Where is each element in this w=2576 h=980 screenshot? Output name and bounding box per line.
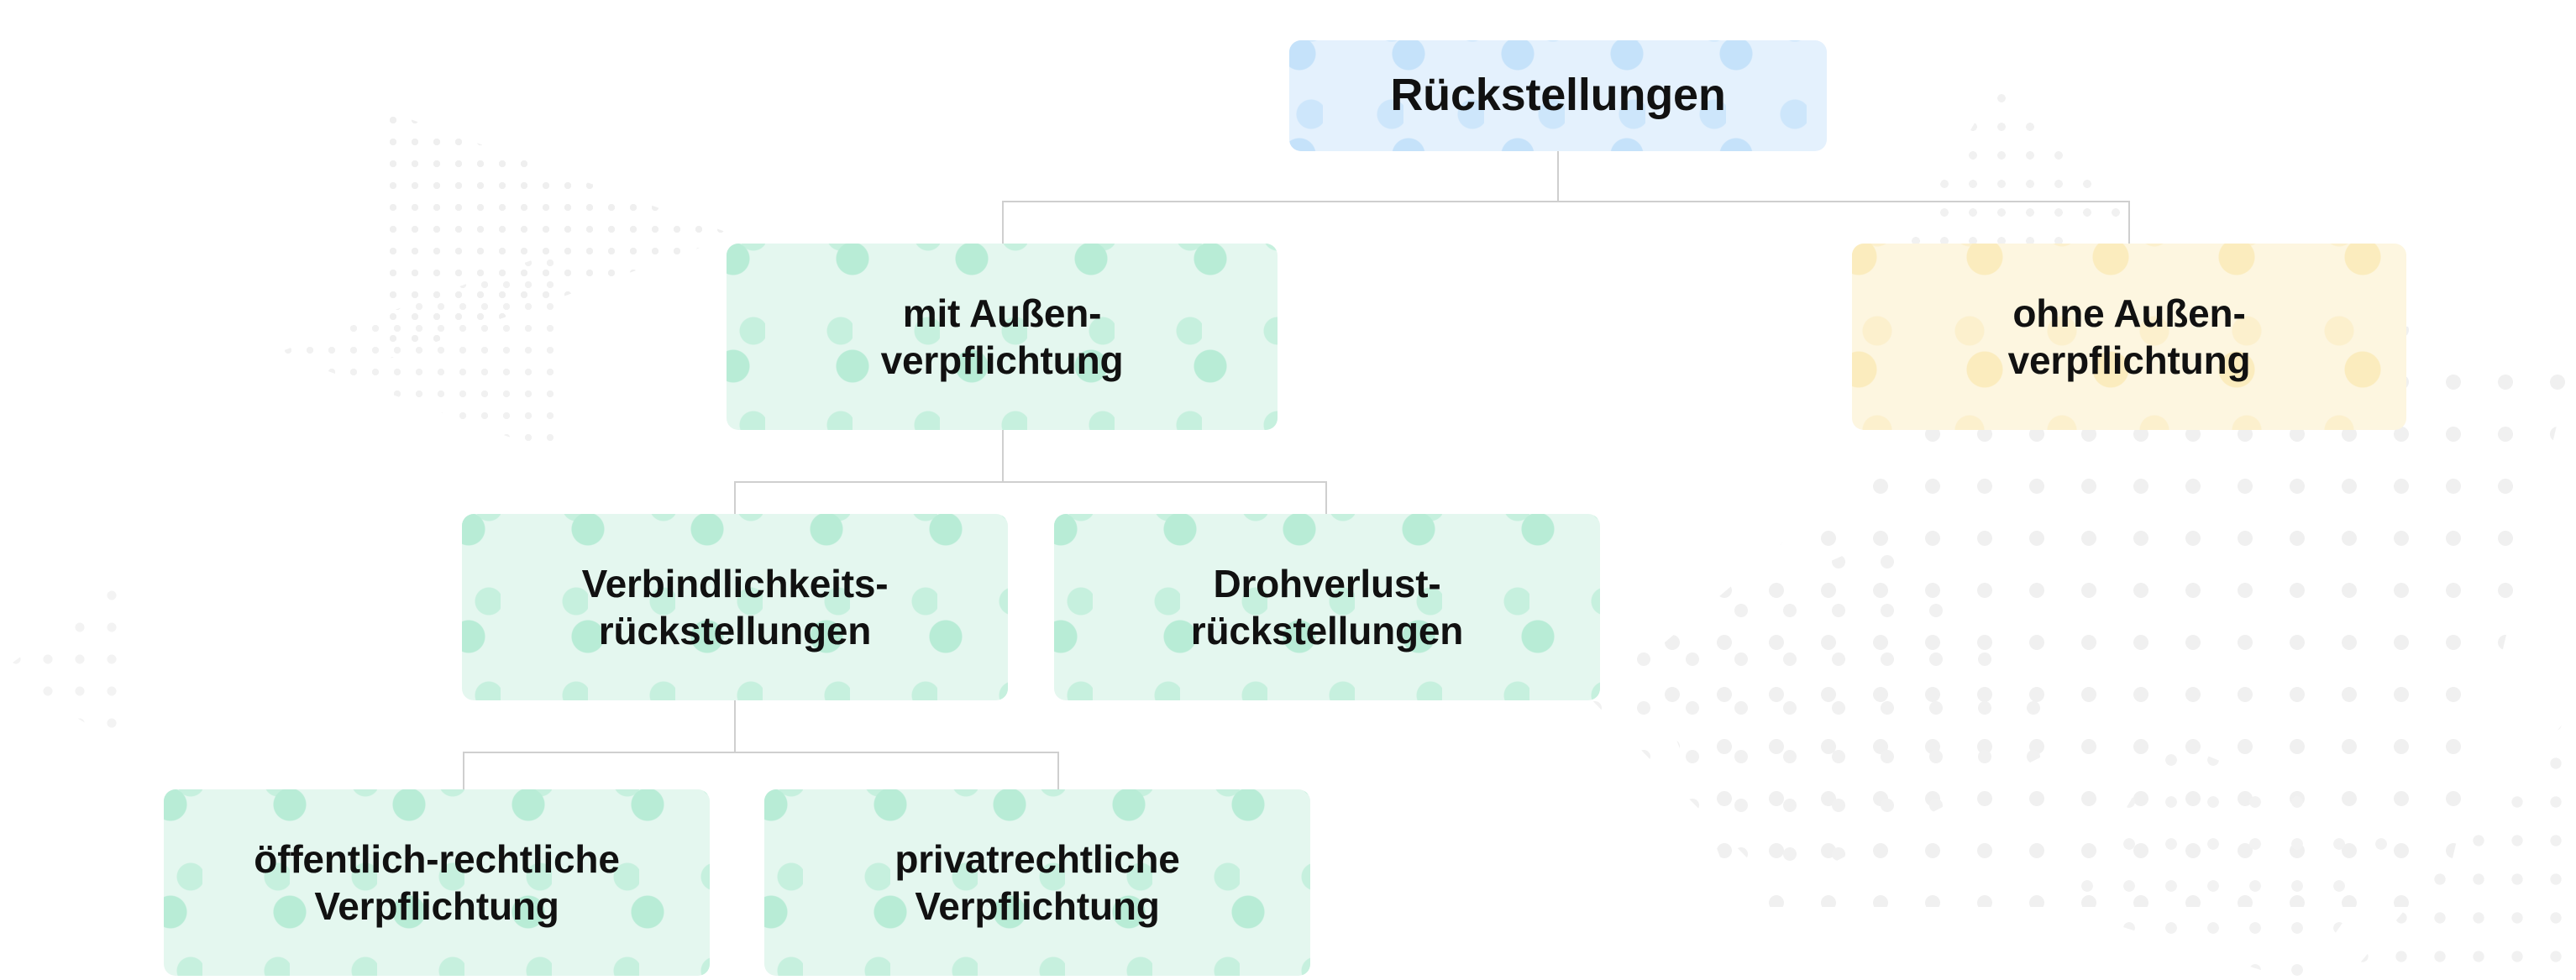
node-root-label: Rückstellungen [1390,70,1726,121]
connector-to-oeffentlich [463,752,464,792]
connector-mit-stem [1002,430,1004,482]
node-mit-aussenverpflichtung[interactable]: mit Außen- verpflichtung [727,244,1278,430]
halftone-blob-mid-icon [1571,537,2091,890]
connector-level3-bus [734,481,1327,483]
connector-to-drohverlust [1325,481,1327,515]
node-ohne-aussenverpflichtung[interactable]: ohne Außen- verpflichtung [1852,244,2406,430]
halftone-blob-bottomright-icon [2066,739,2402,980]
connector-verbindlichkeits-stem [734,700,736,752]
connector-root-stem [1557,151,1559,202]
node-drohverlustrueckstellungen[interactable]: Drohverlust- rückstellungen [1054,514,1600,700]
halftone-edge-right-icon [2343,705,2576,980]
halftone-edge-left-icon [0,579,126,747]
connector-to-privatrechtlich [1057,752,1059,792]
halftone-triangle-left2-icon [277,252,554,453]
node-privatrechtliche-verpflichtung[interactable]: privatrechtliche Verpflichtung [764,789,1310,976]
connector-level2-bus [1002,201,2129,202]
node-oeffentlich-rechtliche-verpflichtung[interactable]: öffentlich-rechtliche Verpflichtung [164,789,710,976]
node-root[interactable]: Rückstellungen [1289,40,1827,151]
node-drohverlustrueckstellungen-label: Drohverlust- rückstellungen [1190,561,1464,652]
node-oeffentlich-rechtliche-verpflichtung-label: öffentlich-rechtliche Verpflichtung [254,836,620,928]
connector-to-mit [1002,201,1004,244]
node-verbindlichkeitsrueckstellungen-label: Verbindlichkeits- rückstellungen [581,561,889,652]
connector-to-ohne [2128,201,2130,244]
connector-to-verbindlichkeits [734,481,736,515]
node-mit-aussenverpflichtung-label: mit Außen- verpflichtung [880,291,1124,382]
node-verbindlichkeitsrueckstellungen[interactable]: Verbindlichkeits- rückstellungen [462,514,1008,700]
node-ohne-aussenverpflichtung-label: ohne Außen- verpflichtung [2007,291,2251,382]
connector-level4-bus [463,752,1059,753]
node-privatrechtliche-verpflichtung-label: privatrechtliche Verpflichtung [895,836,1180,928]
halftone-triangle-left-icon [382,109,735,361]
